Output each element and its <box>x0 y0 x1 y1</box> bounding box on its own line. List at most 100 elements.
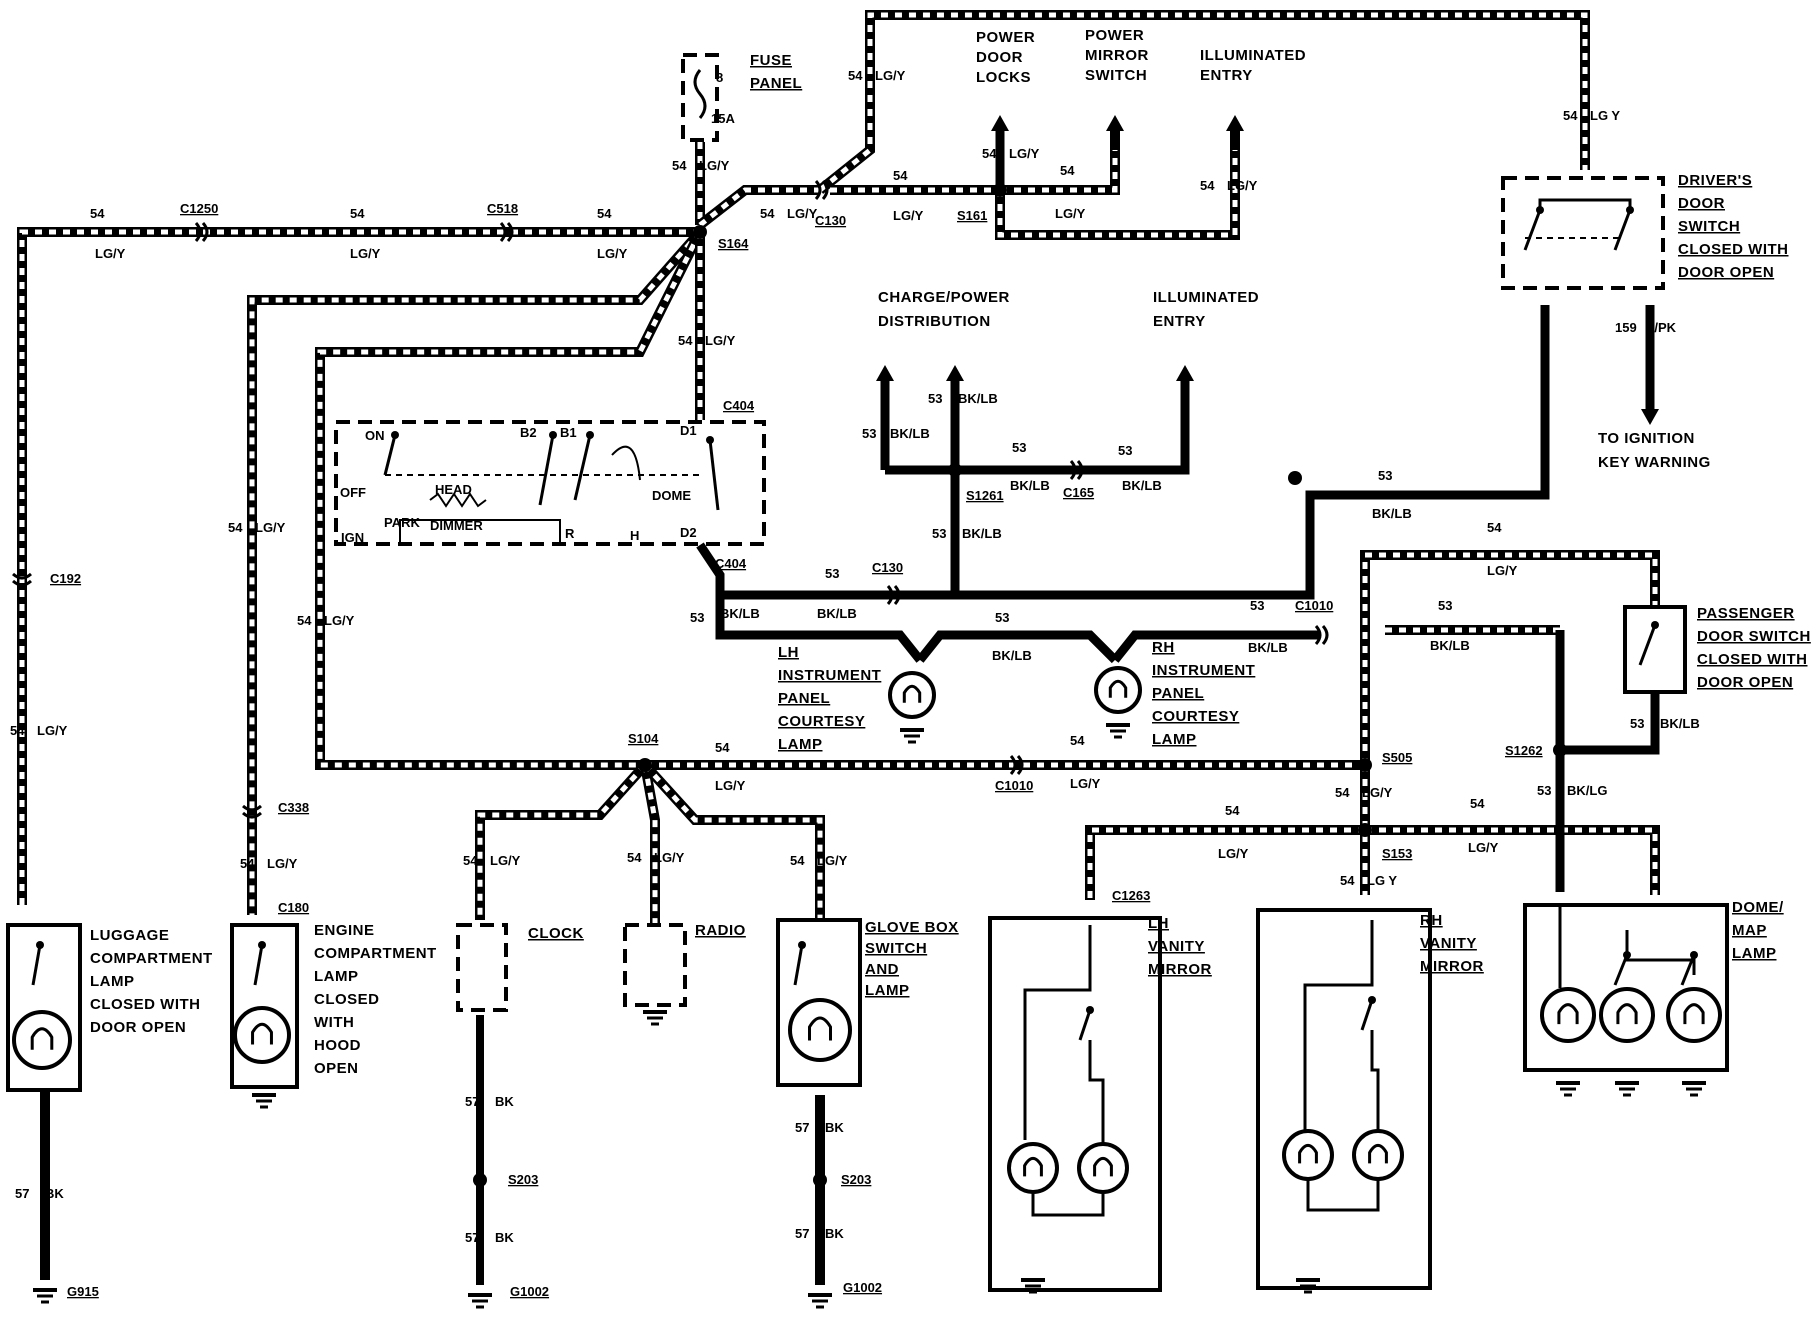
luggage-lamp-box <box>6 923 82 1092</box>
bulb-outline <box>788 998 852 1062</box>
wire-code-label: 54 <box>1335 785 1350 800</box>
wire-code-label: 53 <box>932 526 946 541</box>
rh-vanity-bulb-2 <box>1352 1129 1404 1181</box>
wire-code-label: 54 <box>1200 178 1215 193</box>
wire-color-label: LG/Y <box>1055 206 1086 221</box>
rh-vanity-label-line: RH <box>1420 912 1443 929</box>
lh-vanity-switch <box>1078 1006 1094 1041</box>
rh-courtesy-label-line: RH <box>1152 639 1175 656</box>
dome-lamp-bulb <box>1540 987 1596 1043</box>
connector-arc <box>1314 625 1322 645</box>
luggage-lamp-label-line: COMPARTMENT <box>90 950 213 967</box>
ground-g1002-glove <box>808 1293 832 1309</box>
wire-code-label: 54 <box>760 206 775 221</box>
wire-color-label: BK/LB <box>817 606 857 621</box>
lh-vanity-bulb-1 <box>1007 1142 1059 1194</box>
wire-color-label: LG/Y <box>324 613 355 628</box>
wire-code-label: 54 <box>672 158 687 173</box>
bulb-filament <box>1298 1143 1318 1164</box>
bulb-outline <box>1540 987 1596 1043</box>
arrow-power-door-locks <box>991 115 1009 190</box>
rh-courtesy-label-line: COURTESY <box>1152 708 1239 725</box>
components-layer <box>6 53 1729 1309</box>
connector-label-6: C165 <box>1063 485 1094 500</box>
glove-box-switch <box>793 941 806 986</box>
ground-dome-2 <box>1615 1081 1639 1097</box>
dimmer-resistor <box>429 492 487 508</box>
fuse-slot-label: 8 <box>716 70 723 85</box>
wire-code-label: 54 <box>463 853 478 868</box>
wire-bklb-driver <box>720 305 1550 600</box>
connector-c130-lower <box>886 585 901 605</box>
passenger-door-label-line: PASSENGER <box>1697 605 1795 622</box>
connector-arc <box>506 222 514 242</box>
wire-code-label: 57 <box>795 1226 809 1241</box>
wire-glove-box <box>641 761 825 920</box>
wire-code-label: 54 <box>982 146 997 161</box>
connector-arc <box>499 222 507 242</box>
ground-g915 <box>33 1288 57 1304</box>
bulb-outline <box>1666 987 1722 1043</box>
switch-label-off: OFF <box>340 485 366 500</box>
wire-color-label: LG/Y <box>597 246 628 261</box>
connector-label-4: C404 <box>723 398 755 413</box>
passenger-door-label-line: DOOR OPEN <box>1697 674 1793 691</box>
wire-lh-vanity <box>1085 825 1365 900</box>
wires-layer <box>17 10 1660 1285</box>
switch-blade <box>1613 954 1629 986</box>
switch-blade <box>708 439 720 511</box>
switch-label-on: ON <box>365 428 385 443</box>
connector-label-0: C1250 <box>180 201 218 216</box>
wire-stripe <box>1365 827 1658 895</box>
splice-label-3: S104 <box>628 731 659 746</box>
connector-c165 <box>1069 460 1084 480</box>
lh-vanity-label-line: MIRROR <box>1148 961 1212 978</box>
wire-code-label: 53 <box>1438 598 1452 613</box>
wire-stripe <box>477 763 647 920</box>
bulb-filament <box>1616 1003 1638 1025</box>
connector-arc <box>1321 625 1329 645</box>
lh-vanity-label-line: VANITY <box>1148 938 1205 955</box>
wire-color-label: BK/LB <box>992 648 1032 663</box>
map-lamp-bulb-1 <box>1599 987 1655 1043</box>
wire-color-label: BK/LB <box>1122 478 1162 493</box>
wire-code-label: 57 <box>795 1120 809 1135</box>
drivers-door-label-line: CLOSED WITH <box>1678 241 1789 258</box>
illuminated-entry-label-2-line: ENTRY <box>1153 313 1206 330</box>
wire-stripe <box>317 230 703 768</box>
splice-s203-glove <box>813 1173 827 1187</box>
wire-color-label: LG/Y <box>1227 178 1258 193</box>
headlamp-switch-b2 <box>538 431 557 506</box>
rh-courtesy-label-line: INSTRUMENT <box>1152 662 1255 679</box>
wire-color-label: LG/Y <box>350 246 381 261</box>
wire-code-label: 54 <box>90 206 105 221</box>
wire-color-label: LG/Y <box>875 68 906 83</box>
lh-vanity-circuit <box>1031 1192 1105 1217</box>
headlamp-switch-on <box>383 431 399 476</box>
wire-outline <box>17 227 700 905</box>
arrow-illum-entry-2 <box>1176 365 1194 440</box>
wire-passenger-door <box>1360 550 1660 765</box>
headlamp-switch-dome <box>706 436 720 511</box>
splice-label-2: S1261 <box>966 488 1004 503</box>
wire-color-label: BK <box>825 1226 844 1241</box>
switch-label-head: HEAD <box>435 482 472 497</box>
power-door-locks-label-line: LOCKS <box>976 69 1031 86</box>
splice-s505 <box>1358 758 1372 772</box>
splice-s153 <box>1358 823 1372 837</box>
wire-stripe <box>19 229 700 905</box>
ground-rh-vanity <box>1296 1278 1320 1294</box>
bulb-outline <box>1282 1129 1334 1181</box>
dome-map-label-line: DOME/ <box>1732 899 1784 916</box>
wire-code-label: 54 <box>297 613 312 628</box>
arrow-head <box>1226 115 1244 131</box>
glove-box-label-line: AND <box>865 961 899 978</box>
rh-vanity-mirror-box <box>1256 908 1432 1290</box>
wire-color-label: LG/Y <box>1487 563 1518 578</box>
connector-arc <box>814 180 822 200</box>
switch-internal <box>611 445 641 481</box>
wire-color-label: BK/LB <box>890 426 930 441</box>
wire-color-label: LG/Y <box>490 853 521 868</box>
lh-courtesy-label-line: LAMP <box>778 736 823 753</box>
connector-label-10: C338 <box>278 800 309 815</box>
